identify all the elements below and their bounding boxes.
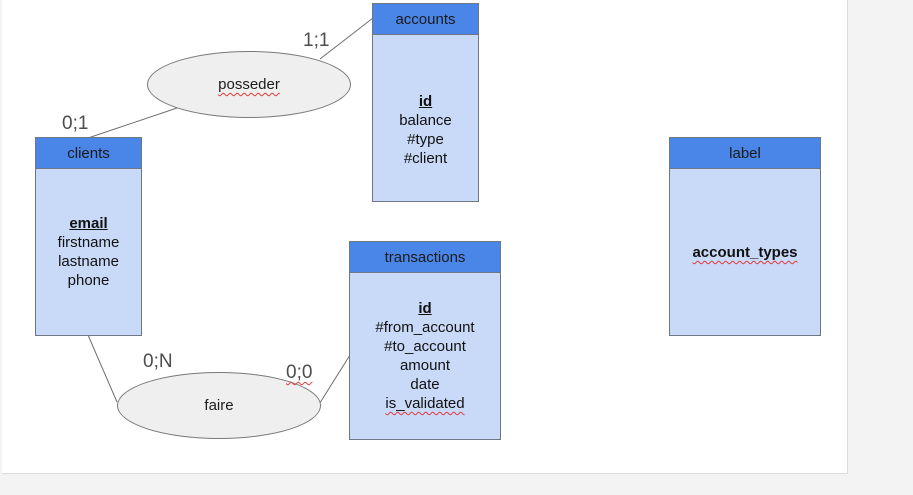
entity-clients-fields: email firstname lastname phone — [36, 214, 141, 290]
field-clients-firstname: firstname — [57, 234, 120, 251]
field-accounts-client: #client — [403, 150, 448, 167]
field-accounts-type: #type — [407, 131, 444, 148]
field-transactions-amount: amount — [399, 357, 451, 374]
entity-transactions-fields: id #from_account #to_account amount date… — [350, 299, 500, 413]
cardinality-faire-clients: 0;N — [143, 351, 173, 372]
entity-label[interactable]: label account_types — [669, 137, 821, 336]
entity-accounts-fields: id balance #type #client — [373, 92, 478, 168]
association-faire-label: faire — [204, 397, 234, 414]
field-transactions-from-account: #from_account — [375, 319, 475, 336]
entity-clients-title: clients — [36, 138, 141, 169]
cardinality-posseder-clients: 0;1 — [62, 113, 89, 134]
entity-clients[interactable]: clients email firstname lastname phone — [35, 137, 142, 336]
field-label-account-types: account_types — [692, 244, 798, 261]
entity-transactions-title: transactions — [350, 242, 500, 273]
entity-label-fields: account_types — [670, 243, 820, 262]
field-transactions-date: date — [410, 376, 440, 393]
field-clients-email: email — [69, 215, 108, 232]
field-accounts-id: id — [418, 93, 433, 110]
field-transactions-is-validated: is_validated — [385, 395, 465, 412]
association-faire[interactable]: faire — [117, 372, 321, 439]
field-clients-phone: phone — [67, 272, 110, 289]
entity-accounts[interactable]: accounts id balance #type #client — [372, 3, 479, 202]
entity-accounts-title: accounts — [373, 4, 478, 35]
association-posseder-label: posseder — [218, 76, 280, 93]
field-transactions-id: id — [418, 300, 432, 317]
field-transactions-to-account: #to_account — [384, 338, 466, 355]
cardinality-faire-transactions: 0;0 — [286, 362, 313, 383]
entity-transactions[interactable]: transactions id #from_account #to_accoun… — [349, 241, 501, 440]
entity-label-title: label — [670, 138, 820, 169]
association-posseder[interactable]: posseder — [147, 51, 351, 118]
field-accounts-balance: balance — [399, 112, 452, 129]
cardinality-posseder-accounts: 1;1 — [303, 30, 330, 51]
field-clients-lastname: lastname — [58, 253, 119, 270]
